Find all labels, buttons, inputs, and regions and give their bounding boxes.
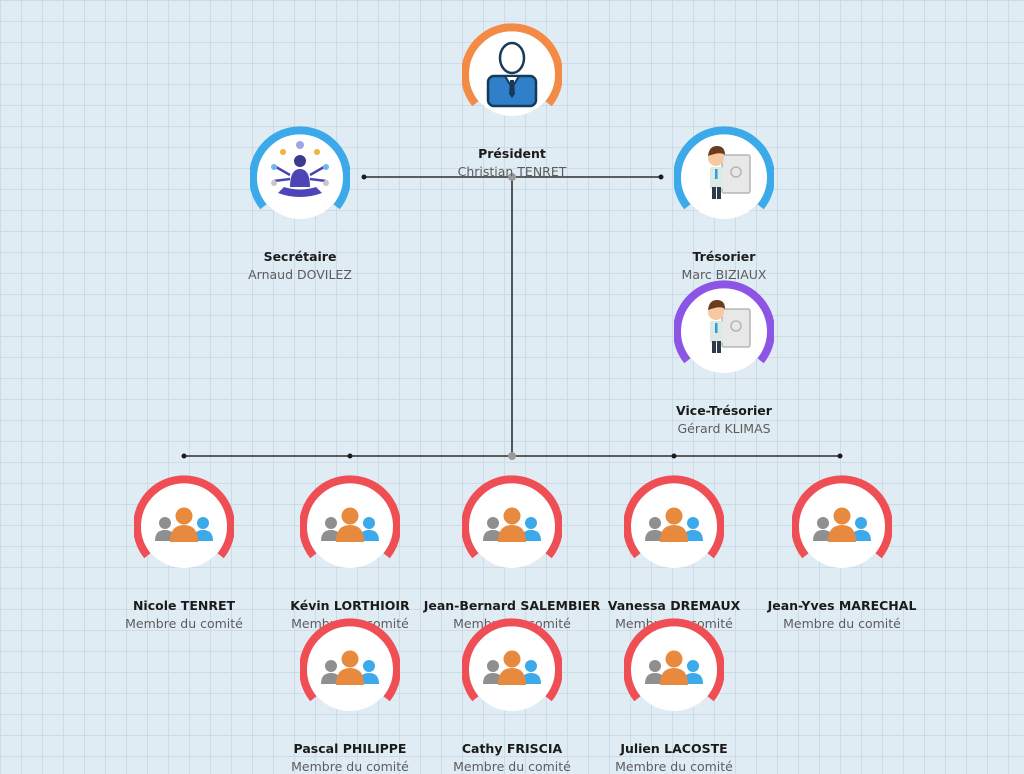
- org-node-president: Président Christian TENRET: [412, 22, 612, 179]
- member-name: Kévin LORTHIOIR: [290, 598, 410, 613]
- avatar-secretary: [250, 125, 350, 225]
- avatar-member: [462, 617, 562, 717]
- avatar-member: [300, 474, 400, 574]
- member-name: Pascal PHILIPPE: [293, 741, 407, 756]
- member-role: Membre du comité: [783, 616, 901, 631]
- member-role: Membre du comité: [615, 759, 733, 774]
- org-node-member: Kévin LORTHIOIR Membre du comité: [250, 474, 450, 631]
- avatar-member: [624, 617, 724, 717]
- name-treasurer: Marc BIZIAUX: [681, 267, 767, 282]
- role-president: Président: [478, 146, 546, 161]
- name-vice-treasurer: Gérard KLIMAS: [677, 421, 771, 436]
- avatar-vice-treasurer: [674, 279, 774, 379]
- org-node-member: Jean-Yves MARECHAL Membre du comité: [742, 474, 942, 631]
- org-node-member: Vanessa DREMAUX Membre du comité: [574, 474, 774, 631]
- org-node-secretary: Secrétaire Arnaud DOVILEZ: [200, 125, 400, 282]
- role-treasurer: Trésorier: [692, 249, 756, 264]
- name-president: Christian TENRET: [457, 164, 567, 179]
- member-name: Cathy FRISCIA: [461, 741, 563, 756]
- name-secretary: Arnaud DOVILEZ: [248, 267, 352, 282]
- member-name: Nicole TENRET: [132, 598, 236, 613]
- avatar-member: [134, 474, 234, 574]
- org-node-vice-treasurer: Vice-Trésorier Gérard KLIMAS: [624, 279, 824, 436]
- org-node-member: Cathy FRISCIA Membre du comité: [412, 617, 612, 774]
- avatar-president: [462, 22, 562, 122]
- org-node-member: Nicole TENRET Membre du comité: [84, 474, 284, 631]
- avatar-member: [462, 474, 562, 574]
- org-node-treasurer: Trésorier Marc BIZIAUX: [624, 125, 824, 282]
- member-name: Jean-Yves MARECHAL: [767, 598, 917, 613]
- avatar-member: [300, 617, 400, 717]
- org-node-member: Julien LACOSTE Membre du comité: [574, 617, 774, 774]
- avatar-treasurer: [674, 125, 774, 225]
- role-secretary: Secrétaire: [263, 249, 337, 264]
- role-vice-treasurer: Vice-Trésorier: [676, 403, 772, 418]
- member-role: Membre du comité: [125, 616, 243, 631]
- member-name: Julien LACOSTE: [620, 741, 728, 756]
- avatar-member: [792, 474, 892, 574]
- avatar-member: [624, 474, 724, 574]
- member-name: Vanessa DREMAUX: [607, 598, 741, 613]
- member-name: Jean-Bernard SALEMBIER: [423, 598, 601, 613]
